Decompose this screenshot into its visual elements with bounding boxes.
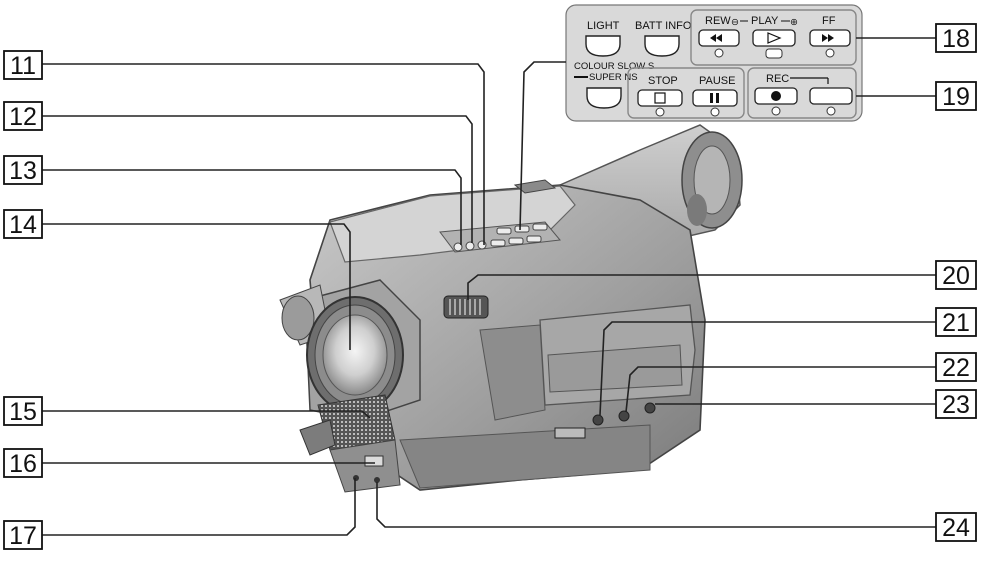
callout-16-label: 16	[9, 450, 37, 478]
rew-index-mark: ⊖	[731, 17, 739, 28]
control-panel-inset: LIGHT BATT INFO COLOUR SLOW S SUPER NS R…	[565, 4, 863, 122]
callout-18: 18	[935, 23, 977, 53]
rew-label: REW	[705, 15, 731, 27]
callout-22-label: 22	[942, 354, 970, 382]
colour-slow-s-label: COLOUR SLOW S	[574, 61, 654, 72]
light-button	[585, 35, 621, 57]
callout-22: 22	[935, 352, 977, 382]
callout-11-label: 11	[10, 52, 36, 80]
batt-info-button	[644, 35, 680, 57]
callout-12-label: 12	[9, 103, 37, 131]
callout-14-label: 14	[9, 211, 37, 239]
callout-16: 16	[3, 448, 43, 478]
callout-21: 21	[935, 307, 977, 337]
callout-11: 11	[3, 50, 43, 80]
leader-lines	[42, 37, 936, 536]
stop-label: STOP	[648, 75, 678, 87]
callout-20-label: 20	[942, 262, 970, 290]
callout-21-label: 21	[942, 309, 970, 337]
callout-23: 23	[935, 389, 977, 419]
callout-15: 15	[3, 396, 43, 426]
callout-23-label: 23	[942, 391, 970, 419]
camcorder-body	[279, 124, 743, 493]
light-label: LIGHT	[587, 20, 620, 32]
callout-13-label: 13	[9, 157, 37, 185]
callout-13: 13	[3, 155, 43, 185]
callout-18-label: 18	[942, 25, 970, 53]
batt-info-label: BATT INFO	[635, 20, 692, 32]
callout-24-label: 24	[942, 514, 970, 542]
callout-14: 14	[3, 209, 43, 239]
callout-19: 19	[935, 81, 977, 111]
play-label: PLAY	[751, 15, 779, 27]
rec-label: REC	[766, 73, 789, 85]
callout-17: 17	[3, 520, 43, 550]
super-ns-button	[586, 87, 622, 109]
callout-12: 12	[3, 101, 43, 131]
ff-label: FF	[822, 15, 836, 27]
pause-label: PAUSE	[699, 75, 735, 87]
callout-boxes: 11 12 13 14 15 16 17 18	[3, 23, 977, 550]
callout-15-label: 15	[9, 398, 37, 426]
rec-companion-button	[809, 87, 853, 105]
super-ns-label: SUPER NS	[589, 72, 638, 83]
pause-button	[692, 89, 738, 107]
callout-19-label: 19	[942, 83, 970, 111]
play-index-mark: ⊕	[790, 17, 798, 28]
callout-24: 24	[935, 512, 977, 542]
callout-17-label: 17	[9, 522, 37, 550]
callout-20: 20	[935, 260, 977, 290]
